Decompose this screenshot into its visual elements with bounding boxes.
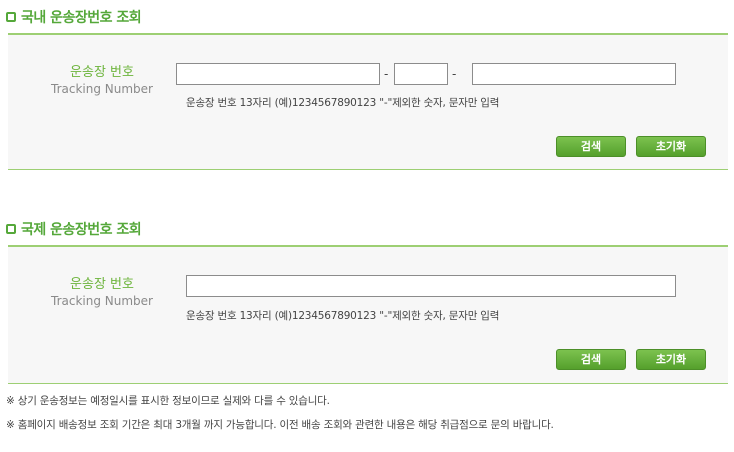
domestic-reset-button[interactable]: 초기화: [636, 136, 706, 157]
notice-text: ※ 홈페이지 배송정보 조회 기간은 최대 3개월 까지 가능합니다. 이전 배…: [6, 419, 554, 431]
domestic-title-text: 국내 운송장번호 조회: [21, 10, 142, 26]
domestic-section-title: 국내 운송장번호 조회: [6, 7, 142, 27]
domestic-tracking-label: 운송장 번호 Tracking Number: [47, 65, 157, 97]
international-tracking-input[interactable]: [186, 275, 676, 297]
international-section-title: 국제 운송장번호 조회: [6, 219, 142, 239]
tracking-label-korean: 운송장 번호: [70, 277, 134, 292]
international-tracking-label: 운송장 번호 Tracking Number: [47, 277, 157, 309]
square-bullet-icon: [6, 12, 16, 22]
dash-separator: -: [384, 67, 389, 81]
domestic-input-hint: 운송장 번호 13자리 (예)1234567890123 "-"제외한 숫자, …: [186, 97, 500, 109]
international-title-text: 국제 운송장번호 조회: [21, 222, 142, 238]
domestic-tracking-input-3[interactable]: [472, 63, 676, 85]
international-input-hint: 운송장 번호 13자리 (예)1234567890123 "-"제외한 숫자, …: [186, 310, 500, 322]
international-search-button[interactable]: 검색: [556, 349, 626, 370]
domestic-tracking-input-2[interactable]: [394, 63, 448, 85]
domestic-tracking-panel: 운송장 번호 Tracking Number - - 운송장 번호 13자리 (…: [8, 33, 728, 170]
tracking-label-english: Tracking Number: [51, 82, 153, 96]
dash-separator: -: [452, 67, 457, 81]
tracking-label-korean: 운송장 번호: [70, 65, 134, 80]
tracking-label-english: Tracking Number: [51, 294, 153, 308]
square-bullet-icon: [6, 224, 16, 234]
notice-text: ※ 상기 운송정보는 예정일시를 표시한 정보이므로 실제와 다를 수 있습니다…: [6, 395, 330, 407]
international-reset-button[interactable]: 초기화: [636, 349, 706, 370]
domestic-tracking-input-1[interactable]: [176, 63, 380, 85]
international-tracking-panel: 운송장 번호 Tracking Number 운송장 번호 13자리 (예)12…: [8, 245, 728, 384]
domestic-search-button[interactable]: 검색: [556, 136, 626, 157]
